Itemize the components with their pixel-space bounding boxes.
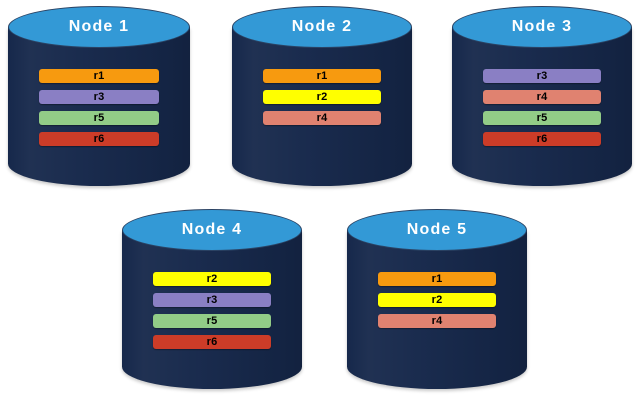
replica-bar[interactable]: r4 [263, 111, 381, 125]
replica-label: r3 [536, 69, 548, 82]
replica-list: r2 r3 r5 r6 [122, 272, 302, 349]
node-header-disc: Node 4 [122, 209, 302, 251]
replica-label: r5 [93, 111, 105, 124]
node-header-disc: Node 2 [232, 6, 412, 48]
replica-label: r2 [431, 293, 443, 306]
node-title-label: Node 4 [181, 220, 243, 238]
replica-bar[interactable]: r5 [483, 111, 601, 125]
replica-label: r5 [536, 111, 548, 124]
replica-label: r5 [206, 314, 218, 327]
replica-bar[interactable]: r2 [153, 272, 271, 286]
replica-label: r4 [536, 90, 548, 103]
node-body [122, 230, 302, 389]
node-body [452, 27, 632, 186]
database-node-cylinder[interactable]: Node 3 r3 r4 r5 r6 [452, 6, 632, 186]
replica-list: r3 r4 r5 r6 [452, 69, 632, 146]
replica-bar[interactable]: r2 [378, 293, 496, 307]
replica-label: r6 [536, 132, 548, 145]
replica-label: r1 [93, 69, 105, 82]
database-node-cylinder[interactable]: Node 2 r1 r2 r4 [232, 6, 412, 186]
replica-bar[interactable]: r4 [483, 90, 601, 104]
node-body [232, 27, 412, 186]
node-body [347, 230, 527, 389]
node-title-label: Node 5 [406, 220, 468, 238]
replica-bar[interactable]: r6 [153, 335, 271, 349]
replica-bar[interactable]: r5 [39, 111, 159, 125]
node-title-label: Node 1 [68, 17, 130, 35]
replica-bar[interactable]: r1 [39, 69, 159, 83]
replica-bar[interactable]: r1 [378, 272, 496, 286]
replica-label: r1 [431, 272, 443, 285]
replica-label: r2 [206, 272, 218, 285]
replica-bar[interactable]: r3 [483, 69, 601, 83]
node-title-label: Node 2 [291, 17, 353, 35]
replica-bar[interactable]: r6 [483, 132, 601, 146]
replica-bar[interactable]: r6 [39, 132, 159, 146]
replica-label: r4 [316, 111, 328, 124]
node-header-disc: Node 3 [452, 6, 632, 48]
database-node-cylinder[interactable]: Node 4 r2 r3 r5 r6 [122, 209, 302, 389]
node-body [8, 27, 190, 186]
replica-label: r6 [206, 335, 218, 348]
replica-bar[interactable]: r4 [378, 314, 496, 328]
node-title-label: Node 3 [511, 17, 573, 35]
node-header-disc: Node 1 [8, 6, 190, 48]
replica-bar[interactable]: r5 [153, 314, 271, 328]
replica-label: r6 [93, 132, 105, 145]
replica-bar[interactable]: r3 [39, 90, 159, 104]
database-node-cylinder[interactable]: Node 1 r1 r3 r5 r6 [8, 6, 190, 186]
replica-bar[interactable]: r1 [263, 69, 381, 83]
database-node-cylinder[interactable]: Node 5 r1 r2 r4 [347, 209, 527, 389]
replica-label: r3 [93, 90, 105, 103]
replica-bar[interactable]: r3 [153, 293, 271, 307]
replica-label: r3 [206, 293, 218, 306]
replica-list: r1 r2 r4 [347, 272, 527, 328]
replica-list: r1 r3 r5 r6 [8, 69, 190, 146]
replica-label: r1 [316, 69, 328, 82]
replica-list: r1 r2 r4 [232, 69, 412, 125]
replica-label: r4 [431, 314, 443, 327]
node-header-disc: Node 5 [347, 209, 527, 251]
replica-label: r2 [316, 90, 328, 103]
replica-bar[interactable]: r2 [263, 90, 381, 104]
